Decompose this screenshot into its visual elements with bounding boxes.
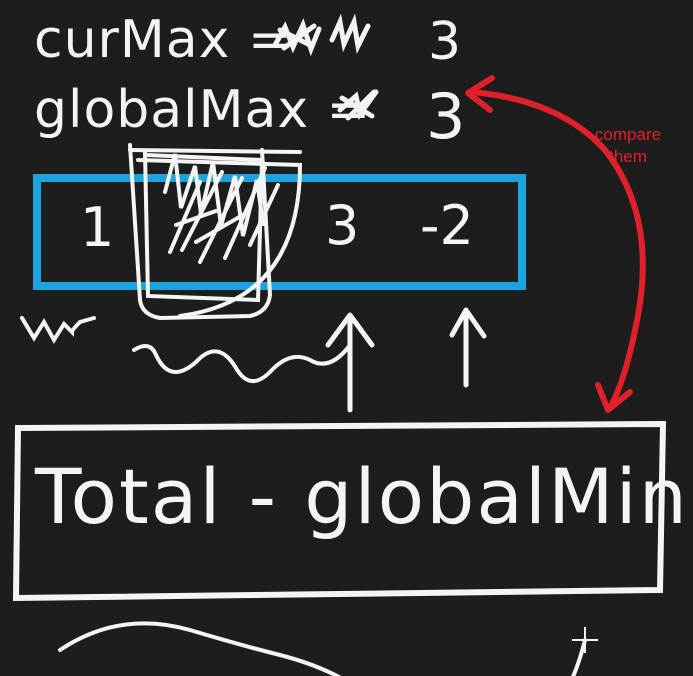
scribbled-array-element	[128, 143, 303, 321]
crossed-out-cur-values	[272, 13, 371, 57]
cur-max-value: 3	[428, 12, 462, 72]
compare-annotation: compare them	[594, 125, 662, 166]
bottom-scribble	[58, 621, 342, 676]
up-arrow-middle	[325, 312, 375, 413]
formula-text: Total - globalMin	[35, 452, 689, 541]
global-max-value: 3	[426, 80, 466, 153]
formula-box	[12, 420, 667, 602]
array-box	[33, 174, 526, 290]
red-arrowhead-top	[465, 75, 495, 113]
subarray-bracket	[132, 343, 352, 383]
red-arrowhead-bottom	[595, 382, 633, 413]
crossed-out-global-value	[337, 89, 379, 121]
array-element: 3	[325, 194, 360, 257]
up-arrow-right	[449, 307, 487, 388]
cur-max-label: curMax =	[34, 10, 293, 70]
array-element: -2	[420, 194, 474, 257]
global-max-label: globalMax =	[34, 80, 372, 140]
cursor-crosshair-icon	[572, 627, 598, 653]
pointer-scribble-left	[20, 316, 96, 344]
bottom-right-stroke	[571, 638, 587, 676]
red-compare-arrow	[469, 89, 646, 411]
array-element: 1	[80, 196, 115, 259]
